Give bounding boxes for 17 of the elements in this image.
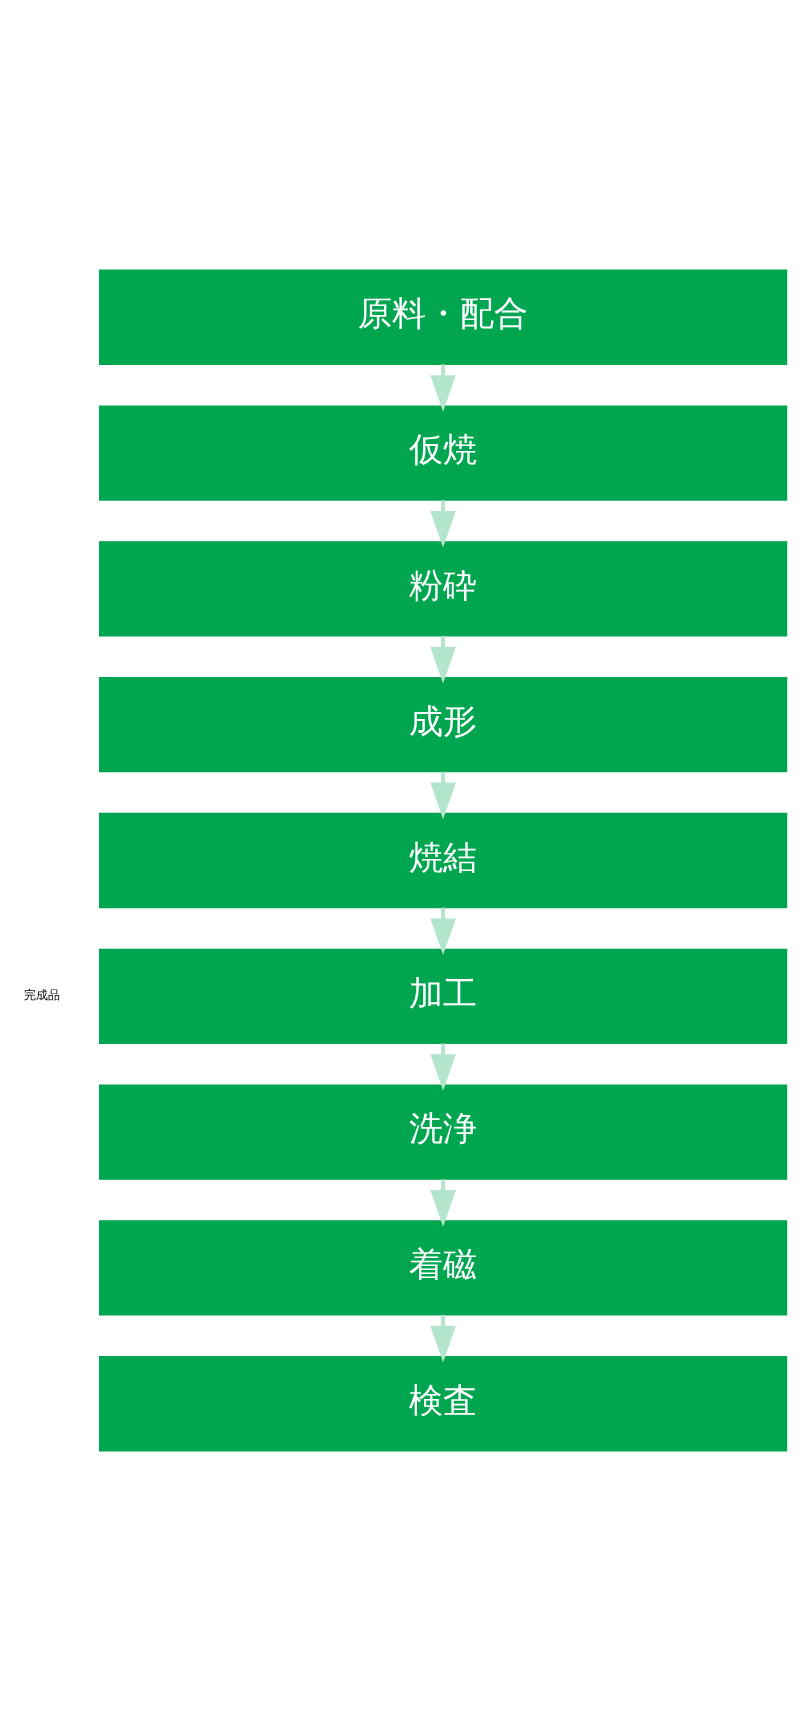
arrow	[430, 1042, 456, 1091]
arrow	[430, 363, 456, 412]
node-box: 検査	[99, 1355, 788, 1451]
node-label: 完成品	[24, 987, 61, 1002]
arrow	[430, 1314, 456, 1362]
node-box: 成形	[99, 676, 788, 772]
node-box: 洗浄	[99, 1083, 788, 1180]
node-box: 粉砕	[99, 540, 788, 637]
arrow	[430, 499, 456, 548]
node-box: 着磁	[99, 1219, 788, 1316]
node-box: 原料・配合	[99, 269, 788, 365]
node-box: 仮焼	[99, 404, 788, 501]
arrow	[430, 1178, 456, 1227]
arrow	[430, 635, 456, 683]
node-box: 焼結	[99, 812, 788, 908]
node-box: 加工	[99, 948, 788, 1044]
arrow	[430, 771, 456, 819]
